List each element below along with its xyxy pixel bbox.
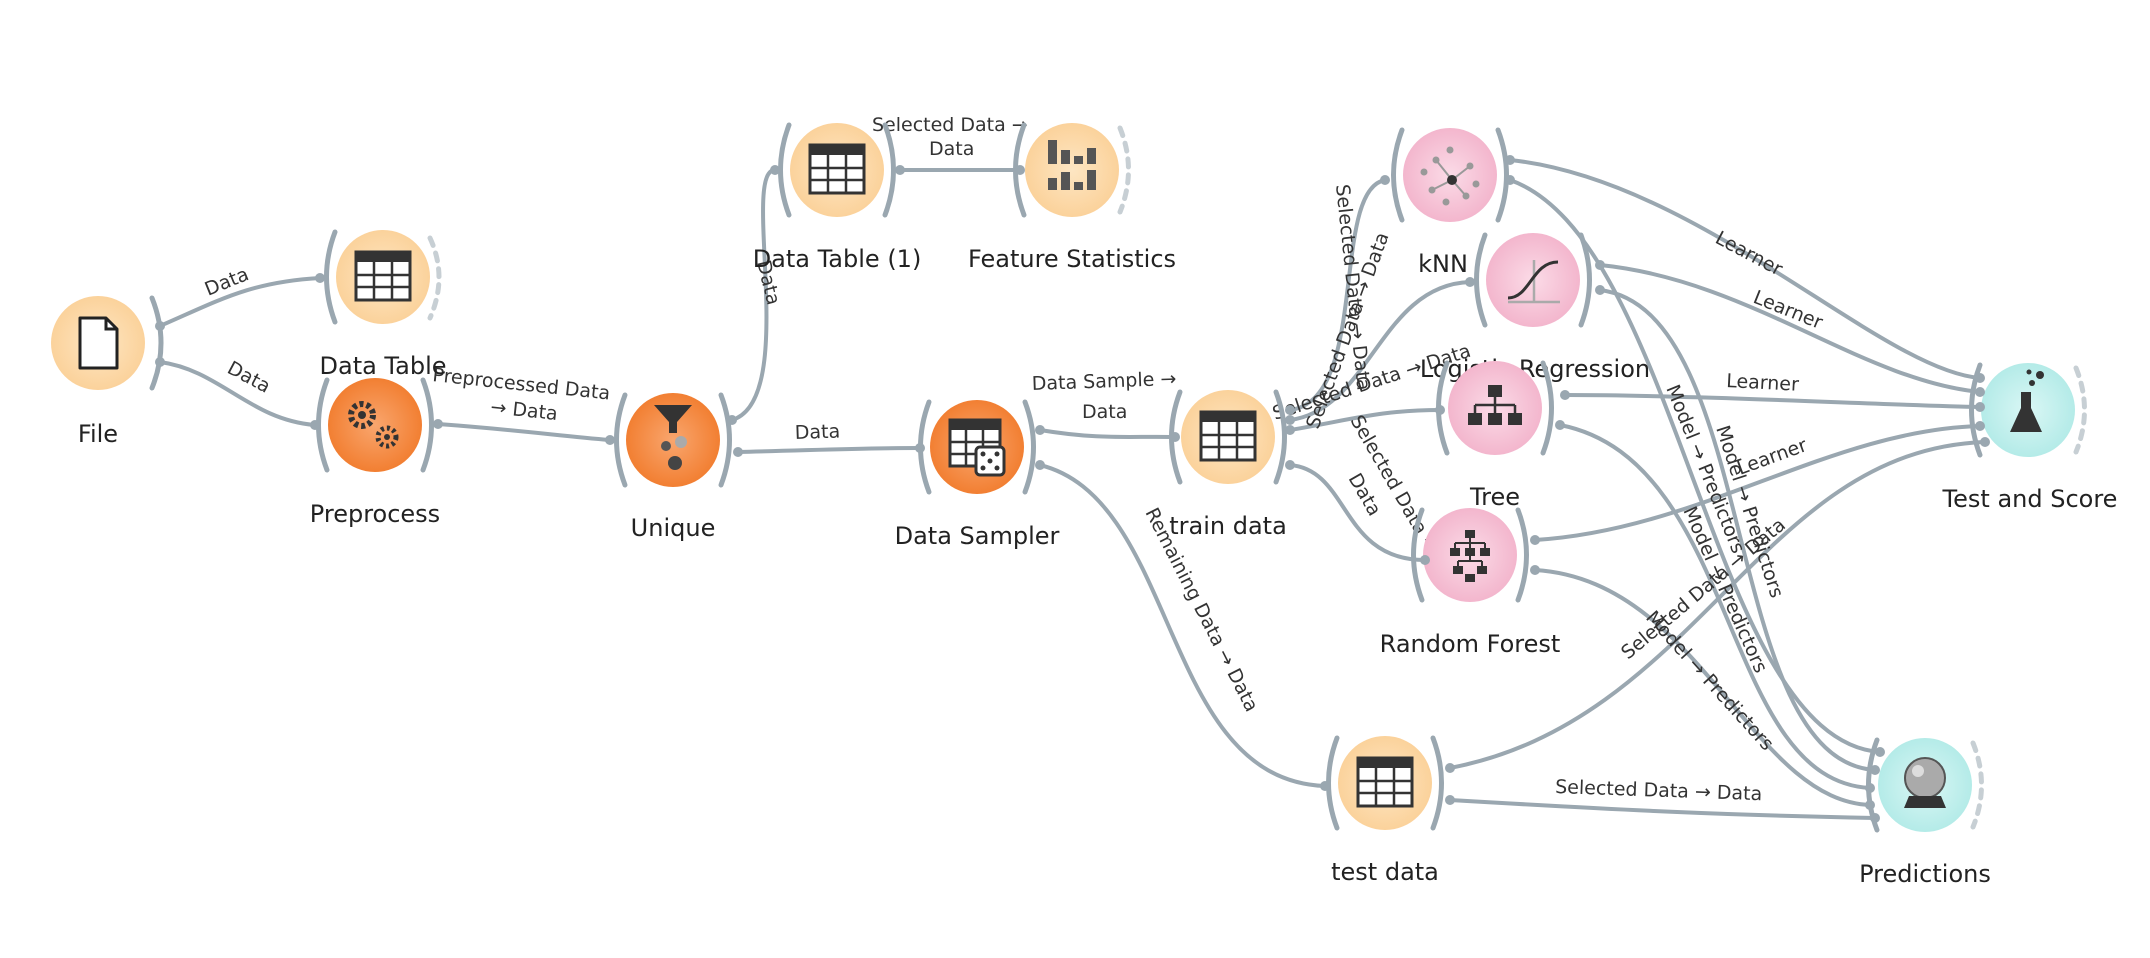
node-train-data[interactable]: train data [1169,389,1295,540]
node-label-feature-statistics: Feature Statistics [968,245,1176,273]
links [158,158,1987,820]
link-knn-pred[interactable] [1508,178,1882,754]
node-label-preprocess: Preprocess [310,500,440,528]
file-icon [78,316,119,370]
gears-icon [348,401,399,449]
node-feature-statistics[interactable]: Feature Statistics [968,122,1176,273]
link-sampler-test[interactable] [1038,463,1327,788]
link-train-knn[interactable] [1288,178,1387,412]
flask-icon [2010,369,2044,432]
node-label-logistic-regression: Logistic Regression [1420,355,1650,383]
funnel-icon [654,405,692,470]
node-data-table[interactable]: Data Table [315,229,447,380]
node-unique[interactable]: Unique [605,392,743,542]
node-label-data-sampler: Data Sampler [895,522,1060,550]
crystal-ball-icon [1904,757,1946,808]
link-file-datatable[interactable] [158,276,322,328]
table-icon [1199,410,1257,462]
node-label-knn: kNN [1418,250,1468,278]
label-sampler-train-2: Data [1082,401,1127,423]
node-logistic-regression[interactable]: Logistic Regression [1420,232,1650,383]
label-knn-score: Learner [1712,227,1787,281]
dice-table-icon [948,418,1006,477]
node-test-and-score[interactable]: Test and Score [1942,362,2118,513]
network-icon [1420,146,1480,206]
tree-icon [1468,385,1522,425]
node-random-forest[interactable]: Random Forest [1380,507,1561,658]
link-tree-pred[interactable] [1558,423,1872,790]
node-data-sampler[interactable]: Data Sampler [895,399,1060,550]
link-rf-score[interactable] [1533,424,1982,542]
link-unique-datatable1[interactable] [730,168,777,422]
label-preprocess-unique-2: → Data [489,396,558,425]
label-file-datatable: Data [202,263,252,300]
node-label-data-table-1: Data Table (1) [753,245,922,273]
node-file[interactable]: File [51,295,165,448]
label-unique-sampler: Data [794,420,840,444]
link-logreg-pred[interactable] [1598,288,1877,772]
link-test-score[interactable] [1448,440,1987,770]
node-label-predictions: Predictions [1859,860,1991,888]
link-logreg-score[interactable] [1598,263,1982,394]
link-train-tree[interactable] [1288,408,1442,432]
node-knn[interactable]: kNN [1380,127,1515,278]
link-preprocess-unique[interactable] [436,422,612,442]
link-unique-sampler[interactable] [736,446,922,454]
link-rf-pred[interactable] [1533,568,1872,807]
forest-icon [1450,530,1490,582]
link-file-preprocess[interactable] [158,360,317,427]
node-test-data[interactable]: test data [1320,735,1455,886]
label-dt1-featstats-1: Selected Data → [872,114,1028,136]
bar-chart-icon [1048,140,1096,190]
link-test-pred[interactable] [1448,798,1877,820]
link-train-logreg[interactable] [1288,280,1472,422]
label-test-pred: Selected Data → Data [1555,776,1763,805]
link-train-rf[interactable] [1288,463,1427,562]
node-label-unique: Unique [631,514,716,542]
node-predictions[interactable]: Predictions [1859,737,1991,888]
node-label-random-forest: Random Forest [1380,630,1561,658]
label-sampler-train-1: Data Sample → [1031,368,1176,395]
node-preprocess[interactable]: Preprocess [310,377,443,528]
node-label-data-table: Data Table [320,352,447,380]
link-sampler-train[interactable] [1038,428,1177,439]
table-icon [1356,756,1414,808]
label-tree-score: Learner [1726,370,1800,396]
table-icon [354,250,412,302]
node-label-train-data: train data [1169,512,1287,540]
node-label-test-data: test data [1331,858,1439,886]
node-label-tree: Tree [1469,483,1520,511]
link-knn-score[interactable] [1508,158,1982,380]
node-label-file: File [78,420,118,448]
node-data-table-1[interactable]: Data Table (1) [753,122,922,273]
sigmoid-icon [1507,260,1560,304]
label-logreg-score: Learner [1750,286,1826,334]
node-tree[interactable]: Tree [1435,360,1570,511]
node-label-test-and-score: Test and Score [1942,485,2118,513]
label-dt1-featstats-2: Data [929,138,974,160]
link-tree-score[interactable] [1563,393,1982,409]
table-icon [808,143,866,195]
